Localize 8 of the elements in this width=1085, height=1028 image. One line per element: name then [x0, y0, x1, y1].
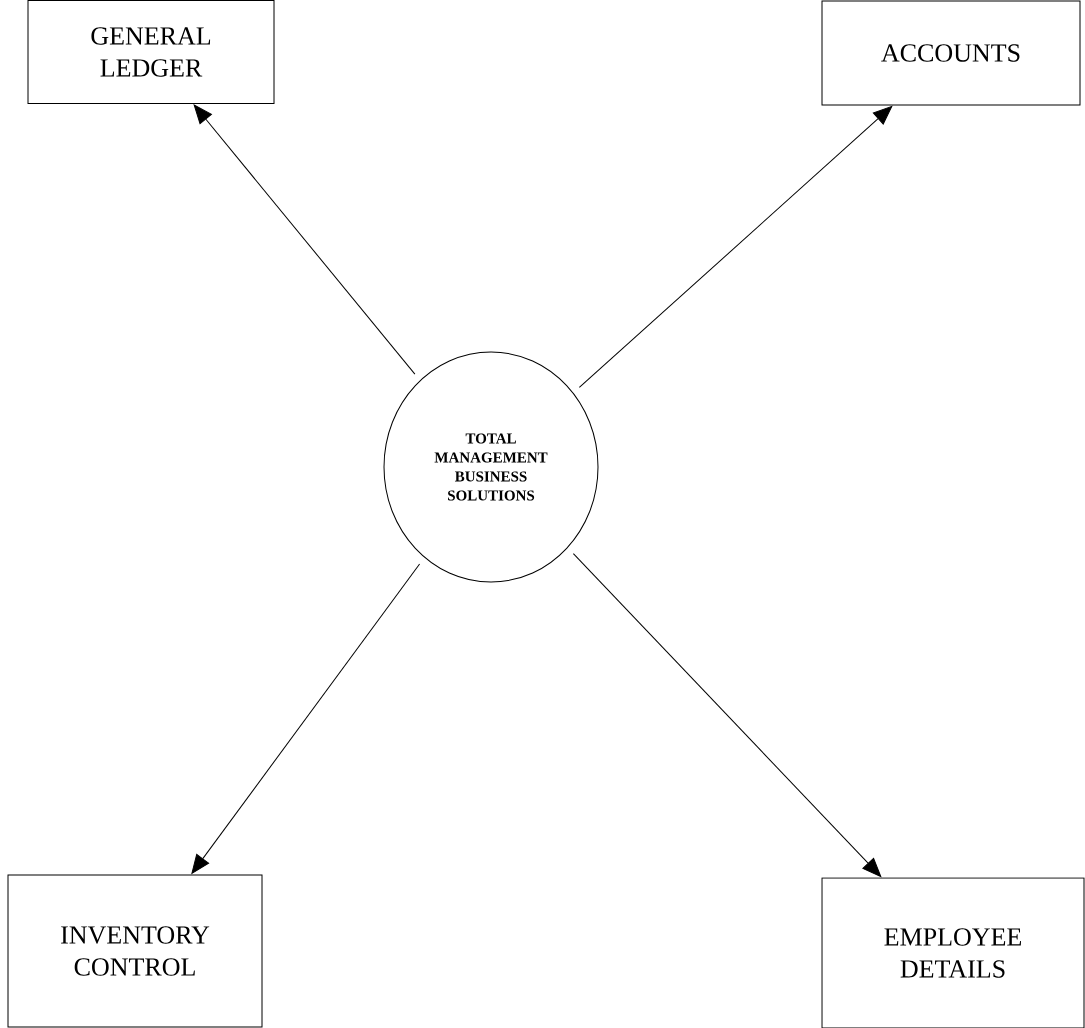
arrow [578, 105, 893, 388]
module-box: INVENTORY CONTROL [7, 874, 263, 1028]
arrow [191, 563, 421, 874]
module-box: GENERAL LEDGER [27, 0, 275, 104]
arrow [572, 553, 882, 877]
module-box: ACCOUNTS [821, 0, 1081, 106]
arrow [193, 104, 416, 375]
module-box: EMPLOYEE DETAILS [821, 877, 1085, 1028]
